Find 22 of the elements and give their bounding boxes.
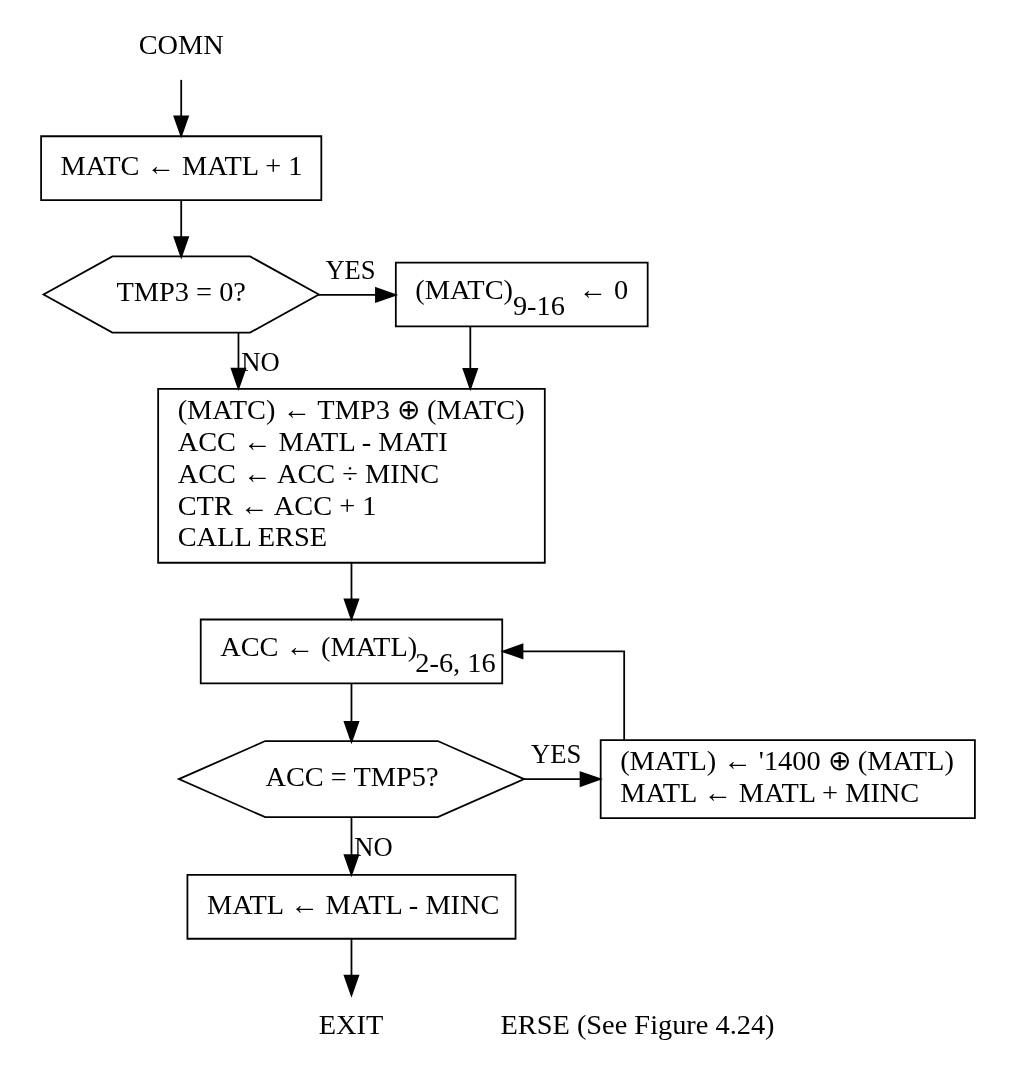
arrow (229, 332, 247, 391)
node-text: EXIT (318, 1009, 383, 1041)
arrow (316, 286, 398, 303)
node-text: COMN (138, 29, 224, 61)
arrow (461, 326, 478, 392)
edge-label: YES (324, 254, 376, 285)
node-box: (MATL) ← '1400 ⊕ (MATL) MATL ← MATL + MINC (599, 739, 976, 820)
edge-label: YES (530, 738, 581, 769)
node-box: MATC ← MATL + 1 (39, 135, 322, 201)
arrow (342, 816, 360, 878)
node-box: MATL ← MATL - MINC (186, 874, 516, 940)
edge-label: NO (353, 831, 393, 862)
node-box: (MATC) ← TMP3 ⊕ (MATC) ACC ← MATL - MATI ACC ← ACC ÷ MINC CTR ← ACC + 1 CALL ERSE (156, 388, 546, 564)
arrow (342, 682, 360, 745)
arrow (342, 562, 360, 622)
arrow (499, 643, 625, 741)
arrow (172, 79, 189, 139)
edge-label: NO (240, 347, 280, 378)
label: ERSE (See Figure 4.24) (499, 1009, 775, 1041)
arrow (172, 199, 189, 260)
arrow (522, 771, 603, 788)
arrow (342, 938, 360, 998)
